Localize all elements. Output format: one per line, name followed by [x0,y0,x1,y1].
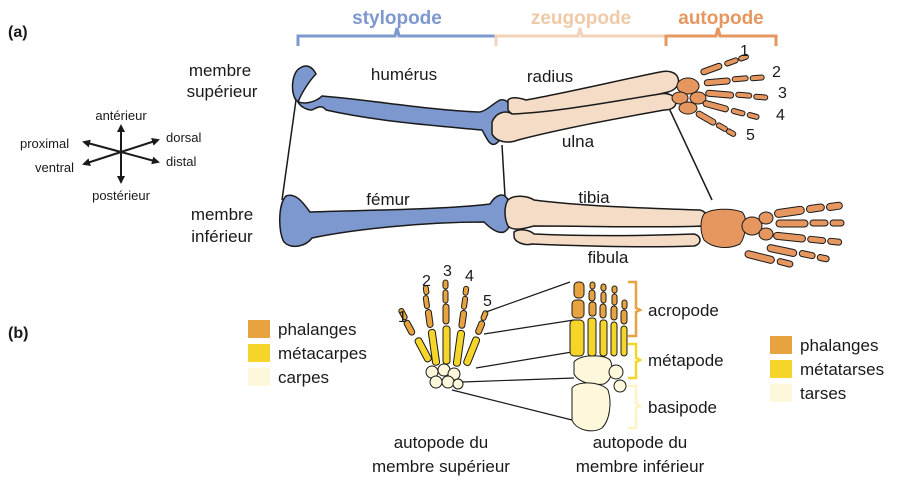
hand-caption-line2: membre supérieur [372,457,510,476]
digit-label-a-3: 3 [778,85,787,102]
panel-label-b: (b) [8,325,28,342]
humerus-label: humérus [371,65,437,84]
legend-swatch-carpes [248,368,270,386]
legend-label-phalanges-hand: phalanges [278,320,356,339]
legend-label-carpes: carpes [278,368,329,387]
metapode-bracket [628,344,640,378]
axis-distal: distal [166,154,196,169]
foot-autopode-detail [570,282,627,431]
fibula-label: fibula [588,248,629,267]
hand-skeleton [672,54,768,138]
upper-limb-label-line2: supérieur [187,82,258,101]
arrow-downright-icon [121,152,158,162]
ulna-label: ulna [562,132,595,151]
lower-limb-label-line1: membre [191,205,253,224]
stylopode-label: stylopode [352,8,442,29]
legend-swatch-tarses [770,384,792,402]
foot-skeleton [701,202,844,268]
hand-autopode-detail [398,280,489,389]
orientation-compass [84,126,158,182]
acropode-label: acropode [648,301,719,320]
fibula-bone [514,230,700,247]
digit-label-a-5: 5 [746,127,755,144]
digit-label-a-2: 2 [772,64,781,81]
legend-swatch-phalanges-foot [770,336,792,354]
autopode-bracket [666,28,776,46]
zeugopode-label: zeugopode [531,8,631,29]
basipode-label: basipode [648,398,717,417]
axis-dorsal: dorsal [166,130,202,145]
digit-label-b-3: 3 [443,263,452,280]
digit-label-b-2: 2 [422,273,431,290]
axis-anterieur: antérieur [95,108,147,123]
zeugopode-bracket [496,28,666,46]
legend-label-phalanges-foot: phalanges [800,336,878,355]
radius-label: radius [527,67,573,86]
femur-label: fémur [366,190,410,209]
legend-swatch-metatarses [770,360,792,378]
stylopode-bracket [298,28,496,46]
hand-caption-line1: autopode du [394,433,489,452]
digit-label-b-5: 5 [483,293,492,310]
foot-caption-line1: autopode du [593,433,688,452]
arrow-downleft-icon [84,152,121,164]
legend-label-metatarses: métatarses [800,360,884,379]
acropode-bracket [628,282,640,336]
digit-label-a-4: 4 [776,107,785,124]
upper-limb-label-line1: membre [189,61,251,80]
foot-caption-line2: membre inférieur [576,457,705,476]
metapode-label: métapode [648,351,724,370]
legend-hand: phalanges métacarpes carpes [248,320,367,387]
legend-label-tarses: tarses [800,384,846,403]
autopode-label: autopode [678,8,764,29]
panel-label-a: (a) [8,24,28,41]
legend-swatch-metacarpes [248,344,270,362]
legend-label-metacarpes: métacarpes [278,344,367,363]
arrow-upleft-icon [84,142,121,152]
digit-label-b-1: 1 [398,309,407,326]
digit-label-a-1: 1 [740,43,749,60]
axis-posterieur: postérieur [92,188,150,203]
tibia-label: tibia [578,188,610,207]
axis-ventral: ventral [35,160,74,175]
lower-limb-label-line2: inférieur [191,227,253,246]
digit-label-b-4: 4 [465,268,474,285]
legend-swatch-phalanges-hand [248,320,270,338]
arrow-upright-icon [121,140,158,152]
axis-proximal: proximal [20,136,69,151]
basipode-bracket [628,386,640,428]
legend-foot: phalanges métatarses tarses [770,336,884,403]
